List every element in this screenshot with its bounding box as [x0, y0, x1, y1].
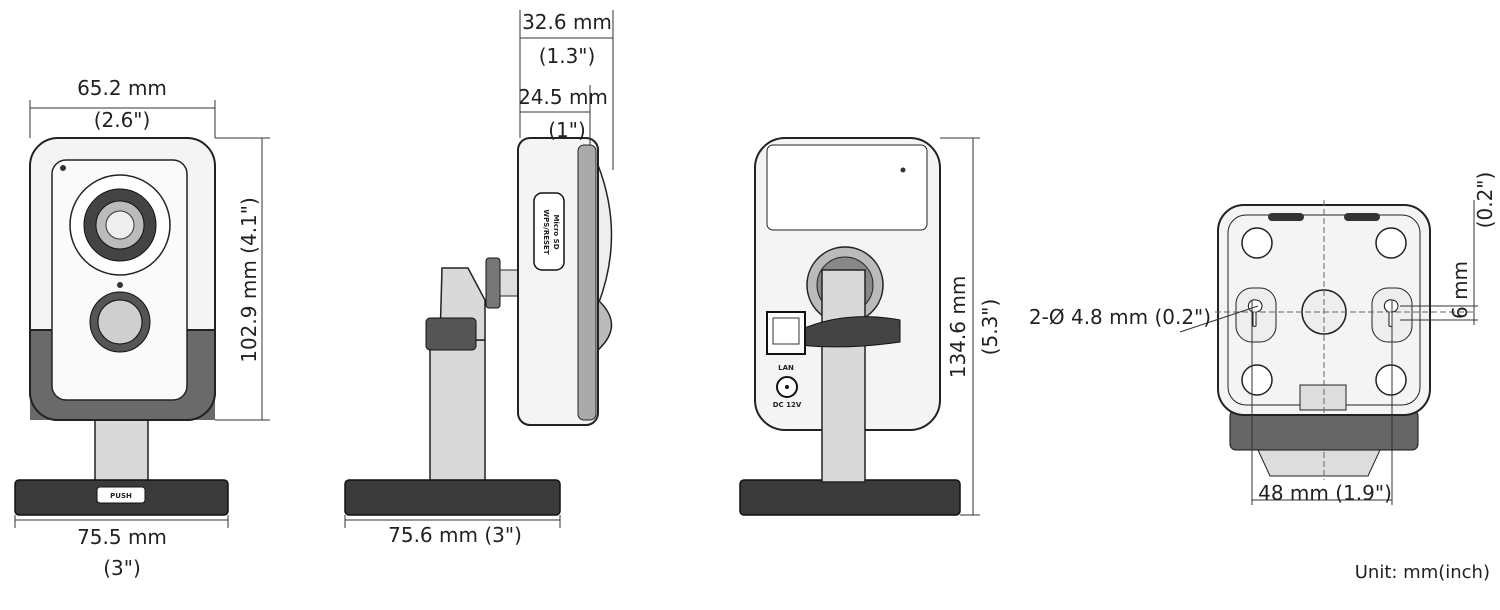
adjust-knob-icon	[485, 257, 501, 309]
slot-label-2: Micro SD	[552, 214, 560, 249]
side-base	[344, 479, 561, 516]
bottom-view: 48 mm (1.9") 2-Ø 4.8 mm (0.2") 6 mm (0.2…	[1029, 172, 1497, 505]
push-button	[96, 486, 146, 504]
side-depth-total-in: (1.3")	[539, 44, 596, 68]
back-height-in: (5.3")	[978, 299, 1002, 356]
side-depth-body-mm: 24.5 mm	[518, 85, 608, 109]
push-label: PUSH	[110, 492, 132, 500]
front-height: 102.9 mm (4.1")	[237, 197, 261, 363]
mount-hole-icon	[1383, 299, 1399, 327]
side-view: WPS/RESET Micro SD 32.6 mm (1.3") 24.5 m…	[344, 10, 614, 547]
slot-label-1: WPS/RESET	[542, 209, 550, 254]
unit-note: Unit: mm(inch)	[1355, 562, 1490, 583]
lan-label: LAN	[778, 364, 794, 372]
front-width-mm: 65.2 mm	[77, 76, 167, 100]
offset-mm: 6 mm	[1448, 261, 1472, 319]
side-base-depth: 75.6 mm (3")	[388, 523, 522, 547]
side-depth-total-mm: 32.6 mm	[522, 10, 612, 34]
back-view: LAN DC 12V 134.6 mm (5.3")	[739, 137, 1002, 516]
bottom-dome	[1257, 449, 1381, 477]
sd-slot	[533, 192, 565, 271]
back-base	[739, 479, 961, 516]
back-height-mm: 134.6 mm	[946, 276, 970, 379]
hole-dimension: 2-Ø 4.8 mm (0.2")	[1029, 305, 1211, 329]
front-base-width-mm: 75.5 mm	[77, 525, 167, 549]
front-stand	[94, 417, 149, 483]
front-view: PUSH 65.2 mm (2.6") 102.9 mm (4.1") 75.5…	[14, 76, 270, 580]
front-base-width-in: (3")	[103, 556, 141, 580]
back-stand	[821, 269, 866, 483]
hole-spacing: 48 mm (1.9")	[1258, 481, 1392, 505]
front-width-in: (2.6")	[94, 108, 151, 132]
offset-in: (0.2")	[1473, 172, 1497, 229]
side-depth-body-in: (1")	[548, 118, 586, 142]
side-stand	[429, 339, 486, 483]
dc-label: DC 12V	[773, 401, 802, 409]
